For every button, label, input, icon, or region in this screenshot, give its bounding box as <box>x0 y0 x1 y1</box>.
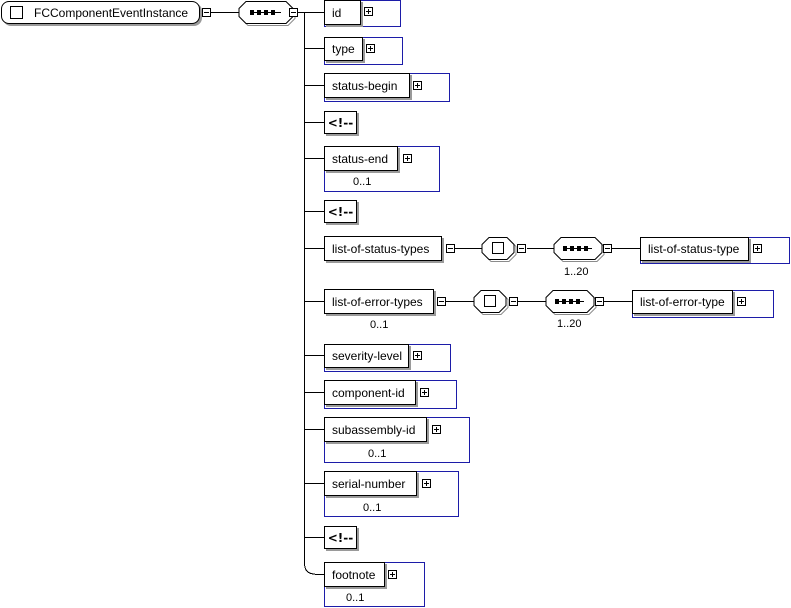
collapse-icon[interactable] <box>595 297 604 306</box>
root-element-label: FCComponentEventInstance <box>34 5 189 20</box>
element-label: list-of-status-type <box>648 242 740 256</box>
comment-node[interactable]: <!-- <box>324 111 357 134</box>
comment-label: <!-- <box>327 115 354 130</box>
element-status-end[interactable]: status-end <box>324 146 398 171</box>
element-label: list-of-error-types <box>332 294 423 309</box>
expand-icon[interactable] <box>403 154 412 163</box>
expand-icon[interactable] <box>753 244 762 253</box>
element-label: type <box>332 42 355 56</box>
expand-icon[interactable] <box>388 570 397 579</box>
element-label: subassembly-id <box>332 422 416 437</box>
element-label: status-begin <box>332 78 398 93</box>
occurrence-label: 0..1 <box>353 176 372 188</box>
expand-icon[interactable] <box>364 7 373 16</box>
expand-icon[interactable] <box>432 425 441 434</box>
element-footnote[interactable]: footnote <box>324 562 385 587</box>
comment-label: <!-- <box>327 530 354 545</box>
collapse-icon[interactable] <box>437 297 446 306</box>
occurrence-label: 1..20 <box>557 318 582 330</box>
choice-compositor-icon[interactable] <box>481 237 517 262</box>
element-severity-level[interactable]: severity-level <box>324 344 409 368</box>
element-component-id[interactable]: component-id <box>324 380 416 405</box>
occurrence-label: 1..20 <box>564 266 589 278</box>
expand-icon[interactable] <box>422 479 431 488</box>
choice-compositor-icon[interactable] <box>473 290 509 315</box>
expand-icon[interactable] <box>420 388 429 397</box>
collapse-icon[interactable] <box>289 8 298 17</box>
collapse-icon[interactable] <box>603 244 612 253</box>
comment-node[interactable]: <!-- <box>324 200 357 223</box>
element-label: list-of-status-types <box>332 241 430 256</box>
sequence-compositor-icon[interactable] <box>238 1 296 26</box>
element-list-of-status-types[interactable]: list-of-status-types <box>324 236 442 261</box>
comment-node[interactable]: <!-- <box>324 526 357 549</box>
element-list-of-error-types[interactable]: list-of-error-types <box>324 289 434 314</box>
element-list-of-error-type[interactable]: list-of-error-type <box>632 290 733 314</box>
element-label: id <box>332 5 342 20</box>
root-element-icon <box>10 6 23 19</box>
comment-label: <!-- <box>327 204 354 219</box>
expand-icon[interactable] <box>413 81 422 90</box>
collapse-icon[interactable] <box>517 244 526 253</box>
occurrence-label: 0..1 <box>363 502 382 514</box>
sequence-compositor-icon[interactable] <box>545 290 597 315</box>
element-label: serial-number <box>332 476 406 491</box>
sequence-compositor-icon[interactable] <box>553 237 605 262</box>
element-status-begin[interactable]: status-begin <box>324 73 410 98</box>
occurrence-label: 0..1 <box>368 448 387 460</box>
element-label: footnote <box>332 567 376 582</box>
element-serial-number[interactable]: serial-number <box>324 471 417 496</box>
element-id[interactable]: id <box>324 0 361 25</box>
element-label: status-end <box>332 151 389 166</box>
element-label: list-of-error-type <box>640 295 725 309</box>
occurrence-label: 0..1 <box>370 319 389 331</box>
element-label: severity-level <box>332 349 403 363</box>
collapse-icon[interactable] <box>446 244 455 253</box>
root-element[interactable]: FCComponentEventInstance <box>1 1 200 24</box>
collapse-icon[interactable] <box>202 8 211 17</box>
element-type[interactable]: type <box>324 37 363 61</box>
expand-icon[interactable] <box>737 297 746 306</box>
element-list-of-status-type[interactable]: list-of-status-type <box>640 237 749 261</box>
element-label: component-id <box>332 385 405 400</box>
element-subassembly-id[interactable]: subassembly-id <box>324 417 427 442</box>
expand-icon[interactable] <box>366 44 375 53</box>
collapse-icon[interactable] <box>509 297 518 306</box>
expand-icon[interactable] <box>413 351 422 360</box>
occurrence-label: 0..1 <box>346 592 365 604</box>
